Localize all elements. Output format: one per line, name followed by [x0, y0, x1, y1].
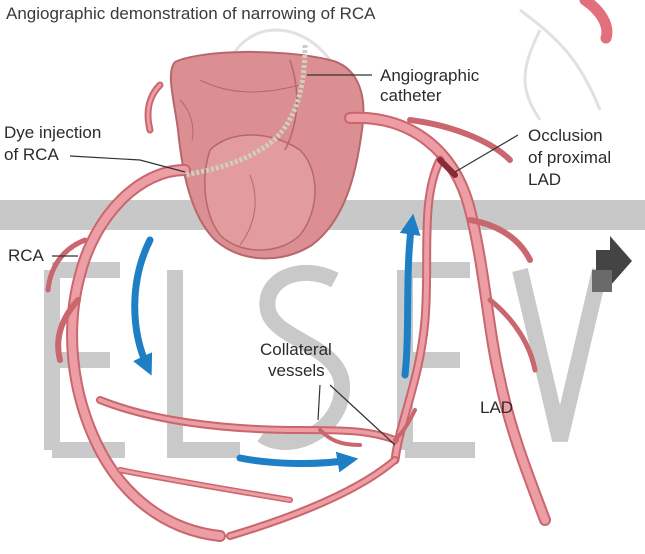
collateral-leader-1	[318, 385, 320, 420]
label-catheter-line2: catheter	[380, 86, 441, 106]
label-rca: RCA	[8, 246, 44, 266]
flow-arrow-bottom	[240, 458, 350, 464]
label-dye-line2: of RCA	[4, 145, 59, 165]
label-dye-line1: Dye injection	[4, 123, 101, 143]
label-occlusion-line3: LAD	[528, 170, 561, 190]
dark-arrow-shape	[592, 236, 632, 292]
top-right-vessel-fragment	[585, 0, 607, 38]
label-collateral-line1: Collateral	[260, 340, 332, 360]
flow-arrow-left	[135, 240, 150, 368]
label-catheter-line1: Angiographic	[380, 66, 479, 86]
label-occlusion-line1: Occlusion	[528, 126, 603, 146]
label-collateral-line2: vessels	[268, 361, 325, 381]
diagram-title: Angiographic demonstration of narrowing …	[6, 4, 375, 24]
label-lad: LAD	[480, 398, 513, 418]
label-occlusion-line2: of proximal	[528, 148, 611, 168]
